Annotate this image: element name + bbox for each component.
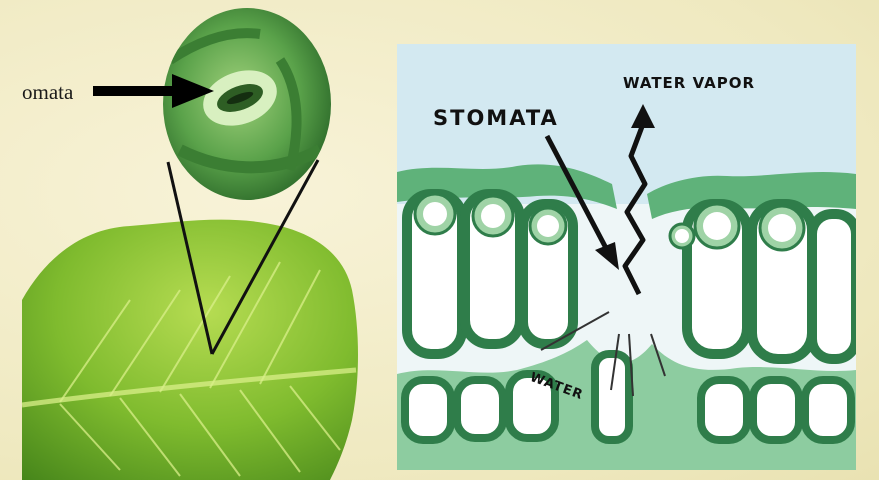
- stomata-label-left: omata: [22, 80, 73, 105]
- cross-section-panel: WATER VAPOR STOMATA WATER: [397, 44, 856, 470]
- water-vapor-label: WATER VAPOR: [623, 74, 755, 92]
- stomata-label-right: STOMATA: [433, 106, 559, 130]
